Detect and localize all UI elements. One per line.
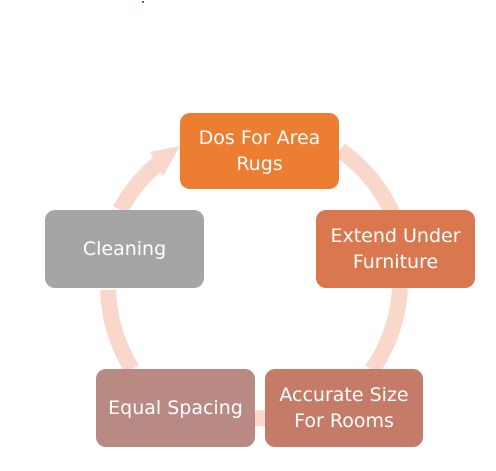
node-label: Accurate Size For Rooms [279,384,409,432]
stray-dot [142,1,144,3]
ring-arrowhead [150,146,180,176]
arc-4 [100,289,139,374]
arc-1 [335,143,400,216]
arc-5 [112,155,166,214]
arc-2 [365,287,408,375]
node-accurate-size-for-rooms: Accurate Size For Rooms [265,369,423,447]
node-equal-spacing: Equal Spacing [96,369,255,447]
node-label: Dos For Area Rugs [198,127,321,175]
node-cleaning: Cleaning [45,210,204,288]
node-label: Cleaning [82,238,167,260]
ring-arcs [100,143,408,427]
node-label: Equal Spacing [108,397,243,419]
node-label: Extend Under Furniture [330,225,461,273]
node-extend-under-furniture: Extend Under Furniture [316,210,475,288]
node-dos-for-area-rugs: Dos For Area Rugs [180,113,339,189]
